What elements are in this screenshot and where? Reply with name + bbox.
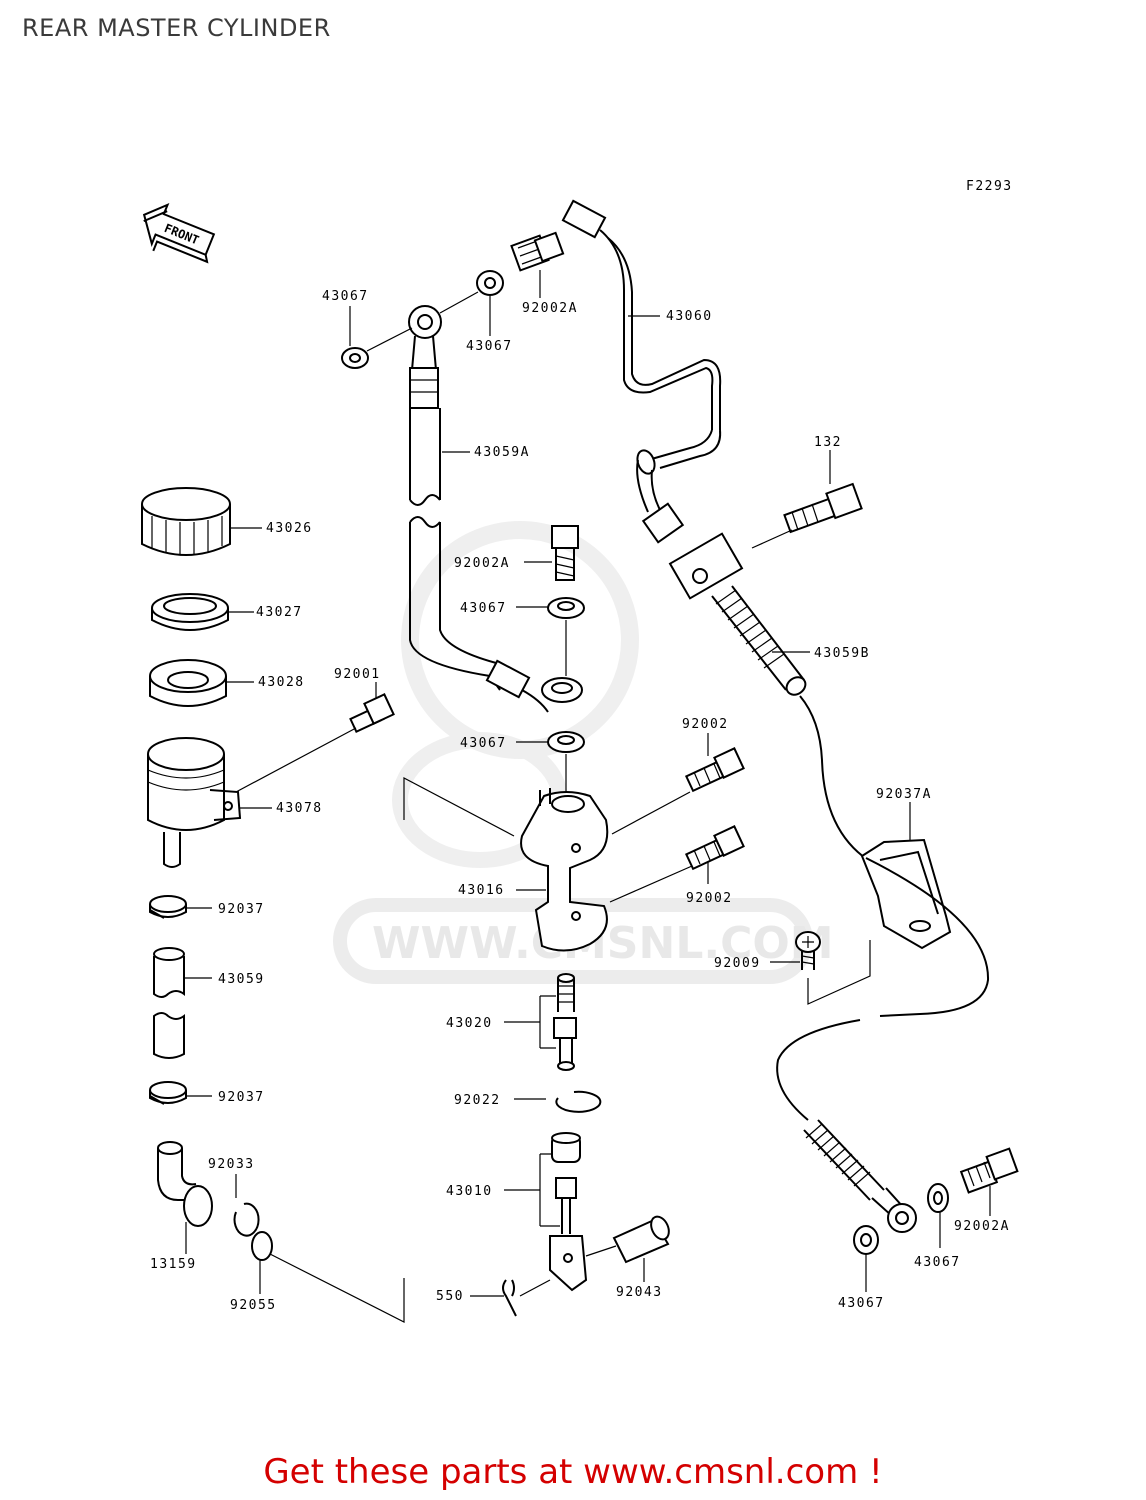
label-92002A: 92002A	[522, 301, 578, 316]
o-ring-92055	[251, 1231, 273, 1261]
label-92037: 92037	[218, 902, 265, 917]
push-rod-43010	[549, 1132, 588, 1292]
diaphragm-plate-43027	[151, 593, 229, 631]
brake-hose-lower	[776, 1019, 917, 1233]
label-92037: 92037	[218, 1090, 265, 1105]
elbow-13159	[157, 1141, 213, 1227]
hose-43059	[153, 947, 185, 1059]
label-92022: 92022	[454, 1093, 501, 1108]
footer-link-text[interactable]: Get these parts at www.cmsnl.com !	[263, 1452, 883, 1492]
label-43028: 43028	[258, 675, 305, 690]
label-92002A: 92002A	[954, 1219, 1010, 1234]
figure-code: F2293	[966, 179, 1013, 194]
banjo-bolt-92002A-top	[510, 231, 565, 272]
label-43060: 43060	[666, 309, 713, 324]
label-43067: 43067	[914, 1255, 961, 1270]
label-92009: 92009	[714, 956, 761, 971]
label-43078: 43078	[276, 801, 323, 816]
reservoir-cap-43026	[141, 487, 231, 556]
bolt-132	[751, 482, 863, 549]
label-13159: 13159	[150, 1257, 197, 1272]
label-43026: 43026	[266, 521, 313, 536]
washer-43067-a	[341, 347, 369, 369]
front-arrow-icon: FRONT	[142, 202, 216, 264]
label-43067: 43067	[838, 1296, 885, 1311]
banjo-bolt-92002A-lower	[959, 1147, 1019, 1194]
screw-92009	[795, 931, 871, 1005]
label-92002A: 92002A	[454, 556, 510, 571]
label-43016: 43016	[458, 883, 505, 898]
label-43010: 43010	[446, 1184, 493, 1199]
circlip-92022	[555, 1090, 602, 1113]
banjo-fitting-mid	[541, 677, 583, 703]
label-92037A: 92037A	[876, 787, 932, 802]
circlip-92033	[233, 1202, 260, 1237]
washer-43067-e	[927, 1183, 949, 1213]
brake-hose-43059B	[668, 532, 869, 861]
label-92001: 92001	[334, 667, 381, 682]
label-43059: 43059	[218, 972, 265, 987]
parts-diagram: WWW.CMSNL.COM F2293 FRONT	[141, 179, 1019, 1323]
washer-43067-b	[476, 270, 504, 296]
label-43067: 43067	[460, 601, 507, 616]
washer-43067-f	[853, 1225, 879, 1255]
label-43027: 43027	[256, 605, 303, 620]
callout-labels: 43067 43067 92002A 43060 43059A 132 4302…	[150, 289, 1010, 1313]
label-92055: 92055	[230, 1298, 277, 1313]
label-43059B: 43059B	[814, 646, 870, 661]
banjo-bolt-92002A-mid	[551, 525, 579, 581]
label-43059A: 43059A	[474, 445, 530, 460]
reservoir-43078	[147, 737, 242, 868]
label-92002: 92002	[682, 717, 729, 732]
leader-lines	[184, 270, 991, 1297]
label-92033: 92033	[208, 1157, 255, 1172]
label-92043: 92043	[616, 1285, 663, 1300]
label-92002: 92002	[686, 891, 733, 906]
bolt-92002-a	[611, 747, 745, 835]
label-550: 550	[436, 1289, 464, 1304]
label-43067: 43067	[322, 289, 369, 304]
washer-43067-c	[547, 597, 585, 619]
label-43020: 43020	[446, 1016, 493, 1031]
page-title: REAR MASTER CYLINDER	[22, 14, 331, 42]
piston-spring-43020	[553, 973, 577, 1071]
brake-pipe-43060	[561, 199, 722, 544]
bolt-92002-b	[609, 825, 745, 903]
clamp-92037-a	[149, 895, 187, 919]
master-cylinder-43016	[403, 777, 609, 952]
bolt-92001	[235, 693, 395, 793]
cotter-pin-550	[502, 1279, 551, 1317]
clamp-92037-b	[149, 1081, 187, 1105]
label-132: 132	[814, 435, 842, 450]
bracket-92037A	[860, 838, 990, 1017]
diaphragm-43028	[149, 659, 227, 707]
label-43067: 43067	[466, 339, 513, 354]
pin-92043	[585, 1215, 670, 1264]
washer-43067-d	[547, 731, 585, 753]
label-43067: 43067	[460, 736, 507, 751]
brake-hose-upper	[408, 305, 549, 713]
